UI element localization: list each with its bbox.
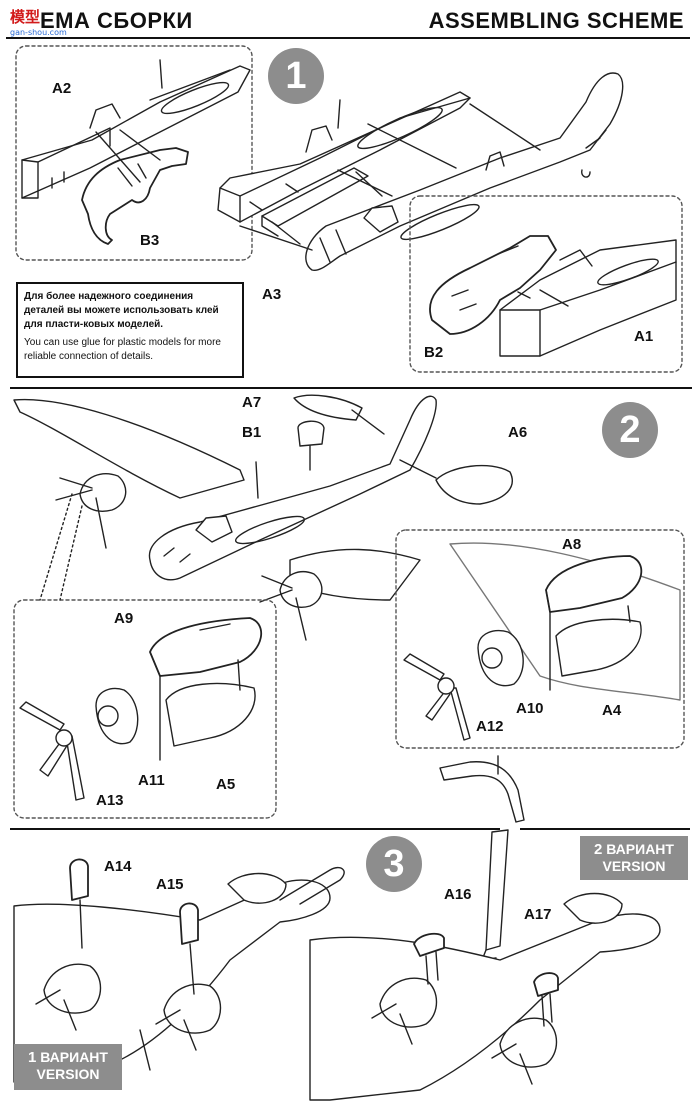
part-a14-drawing — [69, 858, 89, 949]
part-a15-drawing — [179, 902, 199, 995]
arrow-b2 — [539, 289, 569, 307]
nacelle-a9-detail — [19, 617, 263, 801]
fuselage-half-detail-b2 — [499, 239, 677, 357]
detail-box-b3 — [15, 45, 253, 261]
arrow-a3-2 — [469, 103, 541, 151]
label-b1: B1 — [242, 424, 262, 441]
label-a15: A15 — [156, 876, 184, 893]
label-a8: A8 — [562, 536, 582, 553]
part-b3-drawing — [81, 147, 189, 245]
arrow-a3-4 — [337, 169, 393, 197]
label-b2: B2 — [424, 344, 444, 361]
arrow-b3-2 — [119, 129, 161, 161]
label-a13: A13 — [96, 792, 124, 809]
part-a6-drawing — [435, 464, 513, 505]
aircraft-version2 — [309, 892, 661, 1101]
part-b1-drawing — [297, 420, 325, 471]
label-a3: A3 — [262, 286, 282, 303]
aircraft-version1 — [13, 866, 345, 1083]
label-a6: A6 — [508, 424, 528, 441]
fuselage-right-half — [305, 72, 624, 271]
detail-box-a9 — [13, 599, 277, 819]
variant-1-badge: 1 ВАРИАНТ VERSION — [14, 1044, 122, 1090]
variant-2-badge: 2 ВАРИАНТ VERSION — [580, 836, 688, 880]
section-divider-1 — [10, 387, 692, 389]
step-3-marker: 3 — [366, 836, 422, 892]
label-a4: A4 — [602, 702, 622, 719]
logo-url: gan-shou.com — [10, 28, 67, 37]
part-b2-drawing — [429, 235, 557, 335]
logo-text: 模型 — [10, 8, 41, 26]
detail-box-b2 — [409, 195, 683, 373]
arrow-a3-1 — [367, 123, 457, 169]
label-a11: A11 — [138, 772, 165, 789]
variant-2-number: 2 — [594, 841, 603, 858]
label-a5: A5 — [216, 776, 236, 793]
label-a9: A9 — [114, 610, 134, 627]
stand-parts — [439, 755, 525, 961]
aircraft-step2 — [13, 395, 437, 641]
detail-box-a8 — [395, 529, 685, 749]
label-a12: A12 — [476, 718, 504, 735]
label-a14: A14 — [104, 858, 132, 875]
label-a7: A7 — [242, 394, 262, 411]
header-rule — [6, 37, 690, 39]
title-russian: ЕМА СБОРКИ — [40, 8, 193, 33]
page-header: 模型 gan-shou.com ЕМА СБОРКИ ASSEMBLING SC… — [0, 0, 696, 38]
step-2-marker: 2 — [602, 402, 658, 458]
leader-dashed-1 — [39, 493, 73, 601]
glue-note-english: You can use glue for plastic models for … — [24, 337, 221, 362]
title-english: ASSEMBLING SCHEME — [428, 8, 684, 33]
arrow-b3-1 — [95, 131, 141, 183]
label-a16: A16 — [444, 886, 472, 903]
part-a17-drawing — [533, 972, 559, 1027]
fuselage-assembly-step1 — [217, 91, 471, 223]
variant-2-english: VERSION — [602, 858, 666, 874]
variant-1-word: ВАРИАНТ — [40, 1049, 108, 1065]
label-a1: A1 — [634, 328, 654, 345]
label-a17: A17 — [524, 906, 552, 923]
leader-dashed-2 — [59, 505, 83, 601]
section-divider-2b — [520, 828, 690, 830]
label-a10: A10 — [516, 700, 544, 717]
watermark-logo: 模型 gan-shou.com — [4, 4, 68, 37]
label-b3: B3 — [140, 232, 160, 249]
glue-note-russian: Для более надежного соединения деталей в… — [24, 291, 219, 330]
part-a3-drawing — [261, 167, 383, 245]
variant-1-english: VERSION — [36, 1066, 100, 1082]
step-1-marker: 1 — [268, 48, 324, 104]
nacelle-a8-detail — [403, 542, 681, 741]
glue-note-box: Для более надежного соединения деталей в… — [16, 282, 244, 378]
section-divider-2a — [10, 828, 500, 830]
fuselage-half-detail — [21, 59, 251, 199]
arrow-a6 — [399, 459, 437, 479]
part-a16-drawing — [413, 932, 445, 985]
part-a7-drawing — [293, 394, 363, 421]
variant-1-number: 1 — [28, 1049, 37, 1066]
label-a2: A2 — [52, 80, 72, 97]
variant-2-word: ВАРИАНТ — [606, 841, 674, 857]
arrow-a3-3 — [239, 225, 313, 251]
arrow-a7 — [351, 409, 385, 435]
